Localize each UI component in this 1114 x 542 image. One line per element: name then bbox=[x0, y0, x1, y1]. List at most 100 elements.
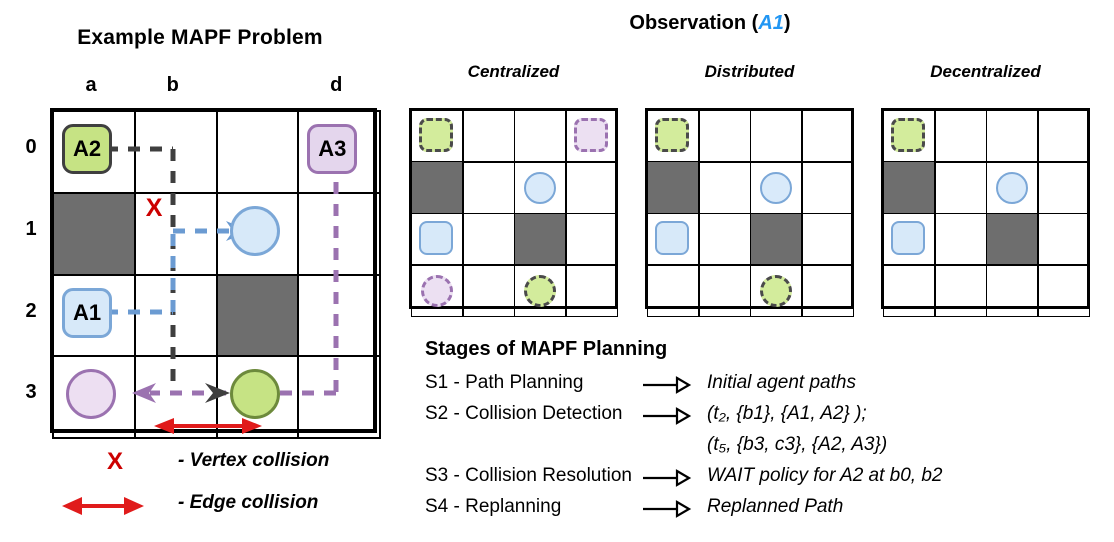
observation-cell bbox=[565, 212, 618, 266]
stages-title: Stages of MAPF Planning bbox=[425, 338, 668, 360]
observation-cell-obstacle bbox=[985, 212, 1039, 266]
agent-a2[interactable]: A2 bbox=[62, 124, 112, 174]
stage-arrow-icon bbox=[643, 403, 692, 426]
observation-cell bbox=[410, 264, 464, 317]
observation-cell bbox=[462, 212, 515, 266]
observation-grid-distributed bbox=[645, 108, 854, 317]
mapf-problem-grid bbox=[50, 108, 381, 439]
row-header-3: 3 bbox=[25, 381, 37, 404]
observation-cell bbox=[1037, 109, 1090, 163]
stage-row: S3 - Collision Resolution WAIT policy for… bbox=[425, 465, 1105, 496]
observation-cell bbox=[1037, 264, 1090, 317]
observation-panel-header-distributed: Distributed bbox=[704, 62, 795, 81]
observation-title-paren-open: ( bbox=[751, 12, 759, 34]
observation-grid-centralized bbox=[409, 108, 618, 317]
observation-cell bbox=[985, 109, 1039, 163]
observation-agent-marker bbox=[655, 221, 689, 255]
path-a1 bbox=[106, 228, 232, 315]
observation-cell bbox=[801, 109, 854, 163]
observation-goal-marker bbox=[760, 171, 792, 204]
observation-cell bbox=[934, 264, 987, 317]
column-header-d: d bbox=[330, 74, 343, 96]
observation-cell bbox=[646, 264, 700, 317]
agent-a1[interactable]: A1 bbox=[62, 287, 112, 338]
observation-cell bbox=[985, 264, 1039, 317]
column-header-a: a bbox=[85, 74, 97, 96]
observation-cell bbox=[934, 161, 987, 214]
observation-title-paren-close: ) bbox=[783, 12, 791, 34]
stage-row: S2 - Collision Detection (t₂, {b1}, {A1, … bbox=[425, 403, 1105, 434]
observation-cell bbox=[749, 264, 803, 317]
legend-label: - Vertex collision bbox=[178, 450, 330, 471]
observation-cell-obstacle bbox=[513, 212, 567, 266]
stage-label: S3 - Collision Resolution bbox=[425, 465, 632, 486]
collision-legend: X - Vertex collision - Edge collision bbox=[60, 448, 380, 532]
observation-agent-marker bbox=[655, 118, 689, 152]
goal-a3[interactable] bbox=[66, 369, 116, 420]
stage-arrow-icon bbox=[643, 465, 692, 488]
stage-row: (t₅, {b3, c3}, {A2, A3}) bbox=[425, 434, 1105, 465]
agent-label: A1 bbox=[72, 299, 102, 325]
observation-panel-header-centralized: Centralized bbox=[467, 62, 560, 81]
path-a2 bbox=[106, 146, 176, 393]
page-title-left: Example MAPF Problem bbox=[77, 26, 323, 49]
row-header-1: 1 bbox=[25, 217, 37, 240]
observation-cell bbox=[882, 212, 936, 266]
stage-value: (t₂, {b1}, {A1, A2} ); bbox=[707, 403, 867, 424]
observation-cell bbox=[1037, 161, 1090, 214]
observation-agent-marker bbox=[891, 118, 925, 152]
observation-cell bbox=[882, 264, 936, 317]
edge-collision-arrowhead-right bbox=[242, 418, 262, 434]
observation-goal-marker bbox=[524, 171, 556, 204]
observation-cell bbox=[698, 109, 751, 163]
observation-cell bbox=[698, 161, 751, 214]
observation-cell bbox=[801, 212, 854, 266]
stage-value: WAIT policy for A2 at b0, b2 bbox=[707, 465, 943, 486]
agent-label: A2 bbox=[72, 136, 102, 161]
stage-label: S2 - Collision Detection bbox=[425, 403, 623, 424]
observation-cell bbox=[749, 109, 803, 163]
vertex-collision-x-icon: X bbox=[145, 193, 163, 222]
observation-agent-marker bbox=[419, 118, 453, 152]
observation-cell-obstacle bbox=[646, 161, 700, 214]
stage-arrow-icon bbox=[643, 496, 692, 519]
observation-cell bbox=[801, 264, 854, 317]
observation-cell bbox=[1037, 212, 1090, 266]
observation-cell bbox=[646, 212, 700, 266]
edge-collision-arrowhead-left bbox=[154, 418, 174, 434]
observation-cell bbox=[934, 212, 987, 266]
observation-cell bbox=[698, 212, 751, 266]
observation-goal-marker bbox=[524, 274, 556, 307]
row-header-2: 2 bbox=[25, 299, 37, 322]
legend-row: - Edge collision bbox=[60, 490, 380, 532]
observation-cell bbox=[934, 109, 987, 163]
grid-cell bbox=[297, 355, 381, 439]
observation-cell bbox=[698, 264, 751, 317]
stage-label: S4 - Replanning bbox=[425, 496, 562, 517]
agent-a3[interactable]: A3 bbox=[307, 124, 358, 174]
observation-cell bbox=[462, 109, 515, 163]
stage-label: S1 - Path Planning bbox=[425, 372, 584, 393]
observation-cell bbox=[462, 161, 515, 214]
column-header-b: b bbox=[166, 74, 179, 96]
agent-label: A3 bbox=[318, 136, 347, 161]
observation-cell bbox=[565, 109, 618, 163]
goal-a1[interactable] bbox=[229, 205, 280, 256]
observation-agent-marker bbox=[891, 221, 925, 255]
x-mark-icon: X bbox=[106, 448, 123, 475]
legend-label: - Edge collision bbox=[178, 492, 319, 513]
observation-agent-marker bbox=[573, 118, 608, 152]
observation-cell bbox=[565, 264, 618, 317]
observation-goal-marker bbox=[421, 274, 453, 307]
observation-goal-marker bbox=[760, 274, 792, 307]
observation-title: Observation (A1) bbox=[430, 12, 990, 35]
observation-cell-obstacle bbox=[749, 212, 803, 266]
goal-a2[interactable] bbox=[229, 369, 280, 420]
path-a3-arrowhead bbox=[132, 383, 156, 403]
double-arrow-icon bbox=[60, 490, 170, 518]
